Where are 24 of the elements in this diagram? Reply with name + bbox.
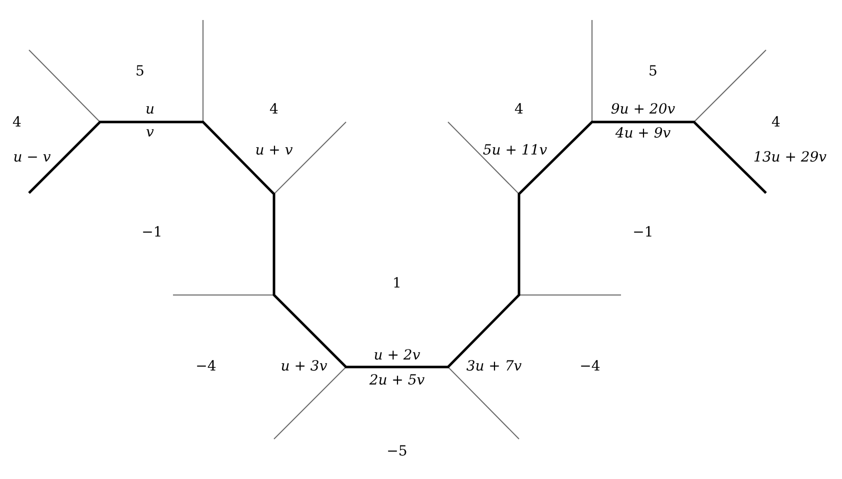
region-label: 4 [514,102,524,118]
region-label: −1 [142,225,162,241]
region-label: 3u + 7v [466,359,522,375]
region-label: −1 [632,225,654,241]
region-label: 4 [12,115,22,131]
region-label: 1 [392,276,402,292]
region-label: 5u + 11v [482,143,548,159]
region-label: u + 3v [280,359,328,375]
region-label: v [146,125,154,141]
region-label: u [145,102,155,118]
region-label: u + 2v [374,348,420,364]
region-label: 9u + 20v [610,102,676,118]
region-label: 5 [648,64,658,80]
region-label: 4u + 9v [615,126,671,142]
region-label: −4 [196,359,216,375]
region-label: −4 [580,359,600,375]
region-label: 13u + 29v [753,150,827,166]
region-label: u + v [255,143,293,159]
region-label: u − v [13,150,51,166]
region-label: 4 [772,115,780,131]
region-label: 2u + 5v [369,373,425,389]
region-label: 4 [270,102,278,118]
region-label: −5 [386,444,408,460]
region-label: 5 [136,64,144,80]
